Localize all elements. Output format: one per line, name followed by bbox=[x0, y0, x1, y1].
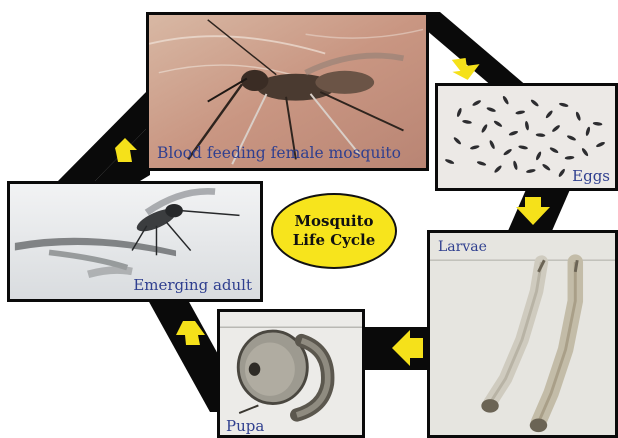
stage-panel-eggs: Eggs bbox=[435, 83, 618, 191]
stage-panel-emerging-adult: Emerging adult bbox=[7, 181, 263, 302]
stage-panel-larvae: Larvae bbox=[427, 230, 618, 438]
diagram-title-line-2: Life Cycle bbox=[293, 231, 376, 250]
stage-label-larvae: Larvae bbox=[438, 239, 487, 255]
stage-label-pupa: Pupa bbox=[226, 417, 264, 435]
diagram-title-oval: Mosquito Life Cycle bbox=[271, 193, 397, 269]
larvae-illustration bbox=[430, 233, 615, 435]
stage-panel-blood-feeding: Blood feeding female mosquito bbox=[146, 12, 429, 171]
stage-label-emerging-adult: Emerging adult bbox=[133, 276, 252, 294]
diagram-title-line-1: Mosquito bbox=[294, 212, 373, 231]
stage-label-blood-feeding: Blood feeding female mosquito bbox=[157, 144, 401, 162]
stage-panel-pupa: Pupa bbox=[217, 309, 365, 438]
stage-label-eggs: Eggs bbox=[572, 167, 610, 185]
